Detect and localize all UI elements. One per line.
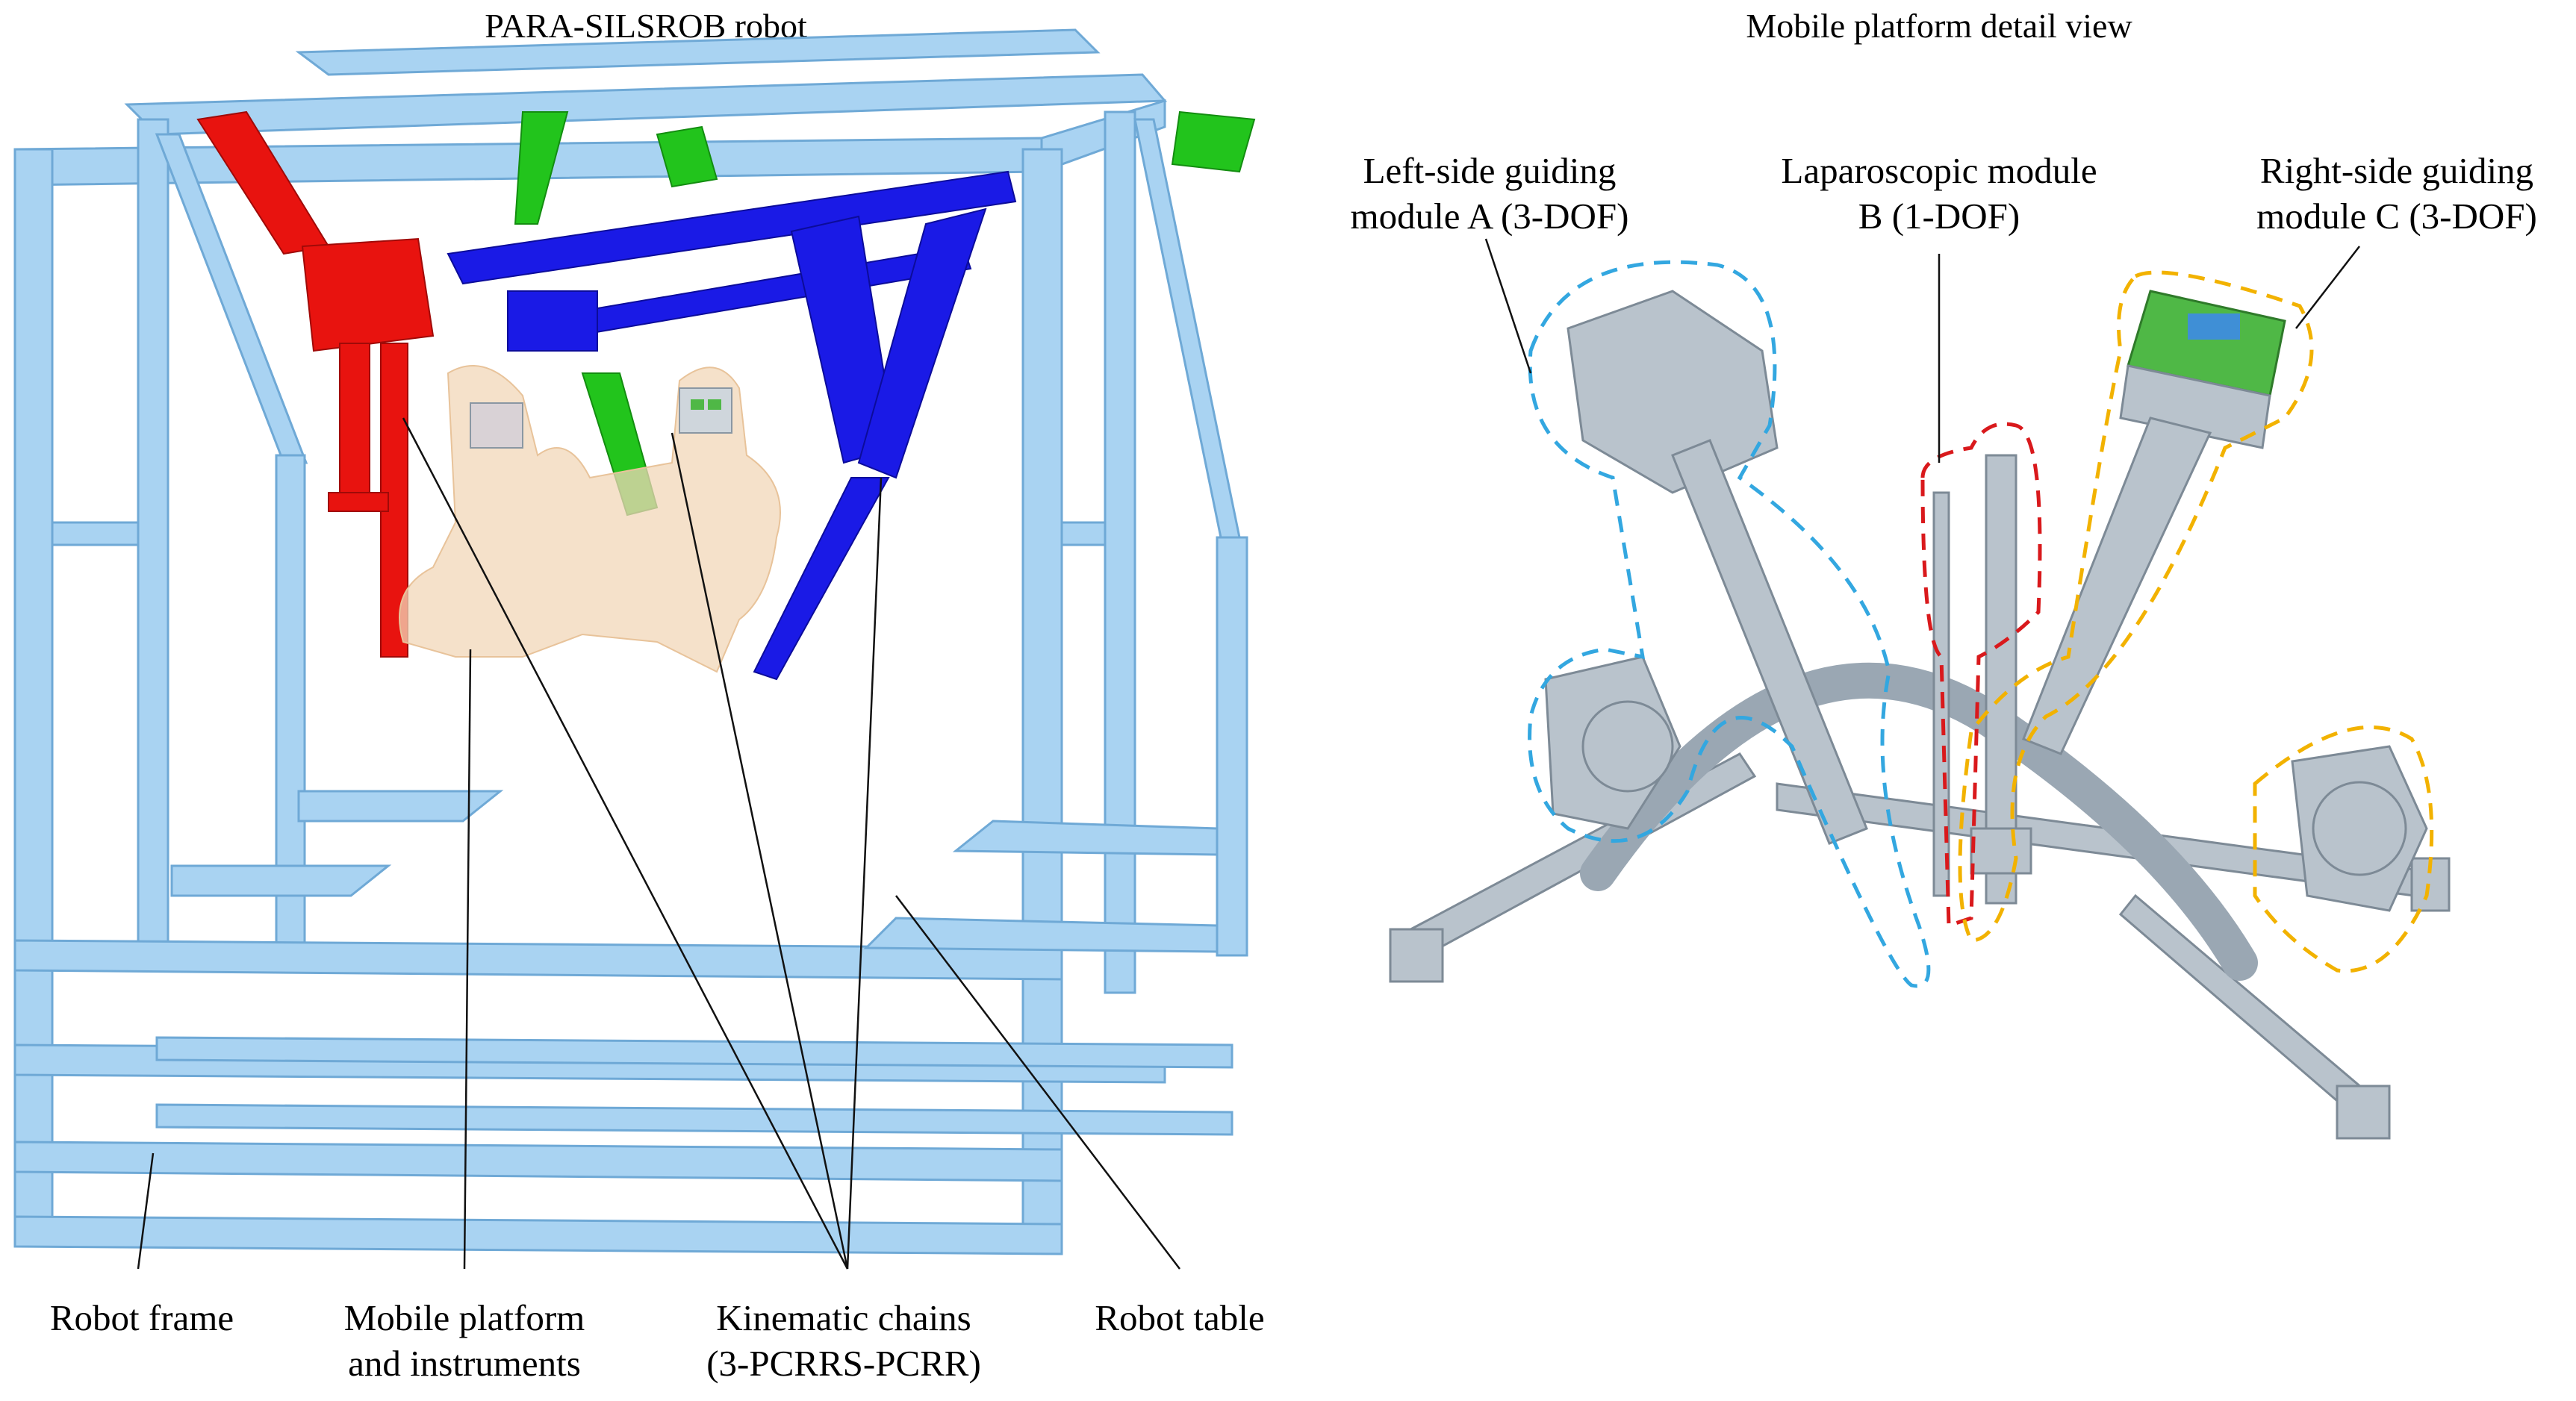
- platform-base-arms: [1389, 752, 2451, 1140]
- label-module-a-line1: Left-side guiding: [1363, 150, 1617, 191]
- right-panel: Mobile platform detail view: [1351, 7, 2537, 1140]
- robot-frame: [13, 28, 1248, 1255]
- label-robot-table: Robot table: [1095, 1297, 1264, 1338]
- module-b-outline: [1920, 422, 2042, 929]
- label-module-b-line2: B (1-DOF): [1858, 196, 2020, 237]
- label-kinematic-chains-line1: Kinematic chains: [716, 1297, 971, 1338]
- left-leader-lines: [137, 417, 1180, 1270]
- left-panel: PARA-SILSROB robot: [13, 7, 1265, 1384]
- module-a-outline: [1528, 260, 1931, 988]
- label-mobile-platform-line1: Mobile platform: [344, 1297, 585, 1338]
- mobile-platform-highlight: [399, 365, 781, 673]
- right-labels: Left-side guiding module A (3-DOF) Lapar…: [1351, 150, 2537, 237]
- label-robot-frame: Robot frame: [50, 1297, 234, 1338]
- module-b-hardware: [1932, 454, 2032, 905]
- module-c-outline: [1958, 270, 2434, 973]
- module-a-hardware: [1544, 290, 1868, 845]
- right-leader-lines: [1484, 238, 2360, 463]
- label-mobile-platform-line2: and instruments: [348, 1343, 581, 1384]
- label-module-b-line1: Laparoscopic module: [1781, 150, 2097, 191]
- left-labels: Robot frame Mobile platform and instrume…: [50, 1297, 1265, 1384]
- kinematic-chain-blue: [447, 170, 1017, 681]
- module-c-hardware: [2022, 290, 2428, 912]
- label-kinematic-chains-line2: (3-PCRRS-PCRR): [706, 1343, 981, 1384]
- label-module-a-line2: module A (3-DOF): [1351, 196, 1629, 237]
- label-module-c-line1: Right-side guiding: [2260, 150, 2533, 191]
- platform-arc: [1580, 662, 2258, 981]
- kinematic-chain-red: [196, 110, 435, 658]
- label-module-c-line2: module C (3-DOF): [2256, 196, 2537, 237]
- right-panel-title: Mobile platform detail view: [1746, 7, 2132, 45]
